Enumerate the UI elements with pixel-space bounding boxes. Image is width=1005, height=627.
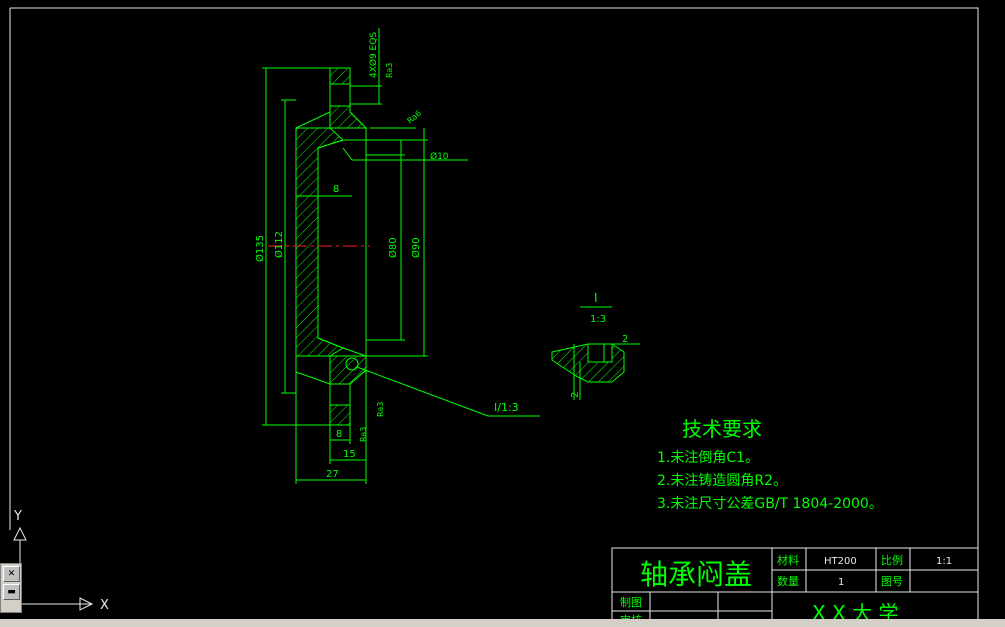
ra3-top: Ra3: [385, 63, 394, 78]
note-3: 3.未注尺寸公差GB/T 1804-2000。: [657, 496, 883, 512]
ucs-icon: Y X: [13, 509, 109, 613]
tool-icon[interactable]: ▬: [3, 584, 20, 600]
drawing-frame: [9, 7, 979, 627]
part-section-view: [268, 67, 370, 426]
dim-15: 15: [343, 449, 356, 460]
qty-value: 1: [838, 577, 844, 588]
dim-d80: Ø80: [387, 237, 399, 258]
hatch-flange-bottom: [329, 355, 367, 385]
detail-title: I: [594, 291, 598, 305]
dim-holes: 4XØ9 EQS: [368, 32, 379, 78]
detail-scale: 1:3: [590, 314, 606, 325]
status-bar: [0, 619, 1005, 627]
detail-dim-2-right: 2: [622, 334, 628, 345]
material-label: 材料: [777, 553, 799, 567]
title-block: 轴承闷盖 材料 HT200 比例 1:1 数量 1 图号 制图 审核 X X 大…: [611, 547, 979, 627]
dim-d135: Ø135: [254, 235, 266, 262]
part-name: 轴承闷盖: [640, 558, 752, 591]
ra6: Ra6: [406, 109, 424, 126]
notes-heading: 技术要求: [682, 417, 762, 441]
ucs-y: Y: [13, 509, 22, 524]
dim-8-top: 8: [333, 184, 339, 195]
floating-toolbar: ✕ ▬: [0, 563, 22, 613]
technical-notes: 技术要求 1.未注倒角C1。 2.未注铸造圆角R2。 3.未注尺寸公差GB/T …: [657, 417, 883, 512]
drawing-no-label: 图号: [881, 575, 903, 588]
note-2: 2.未注铸造圆角R2。: [657, 473, 787, 489]
dim-8-bottom: 8: [336, 429, 342, 440]
dim-27: 27: [326, 469, 339, 480]
ucs-x: X: [100, 598, 109, 613]
material-value: HT200: [824, 556, 857, 567]
ra3-bottom: Ra3: [376, 402, 385, 417]
dimensions: Ø135 Ø112 Ø80 Ø90 8 8 15 27 4XØ9 EQS Ra3…: [254, 28, 540, 484]
callout-label: I/1:3: [494, 401, 519, 414]
hatch-flange-top2: [329, 105, 368, 129]
ra3-right: Ra3: [359, 427, 368, 442]
dim-d10: Ø10: [430, 151, 449, 162]
hatch-wall: [295, 127, 345, 357]
qty-label: 数量: [777, 575, 799, 588]
dim-d90: Ø90: [410, 237, 422, 258]
hatch-flange-top: [329, 67, 351, 85]
detail-view: I 1:3 2 2: [551, 291, 640, 400]
scale-value: 1:1: [936, 556, 952, 567]
hatch-flange-bottom2: [329, 404, 351, 426]
drawn-label: 制图: [620, 596, 642, 609]
scale-label: 比例: [881, 553, 903, 567]
detail-dim-2-left: 2: [570, 392, 581, 398]
note-1: 1.未注倒角C1。: [657, 450, 759, 466]
dim-d112: Ø112: [273, 231, 285, 258]
close-icon[interactable]: ✕: [3, 566, 20, 582]
